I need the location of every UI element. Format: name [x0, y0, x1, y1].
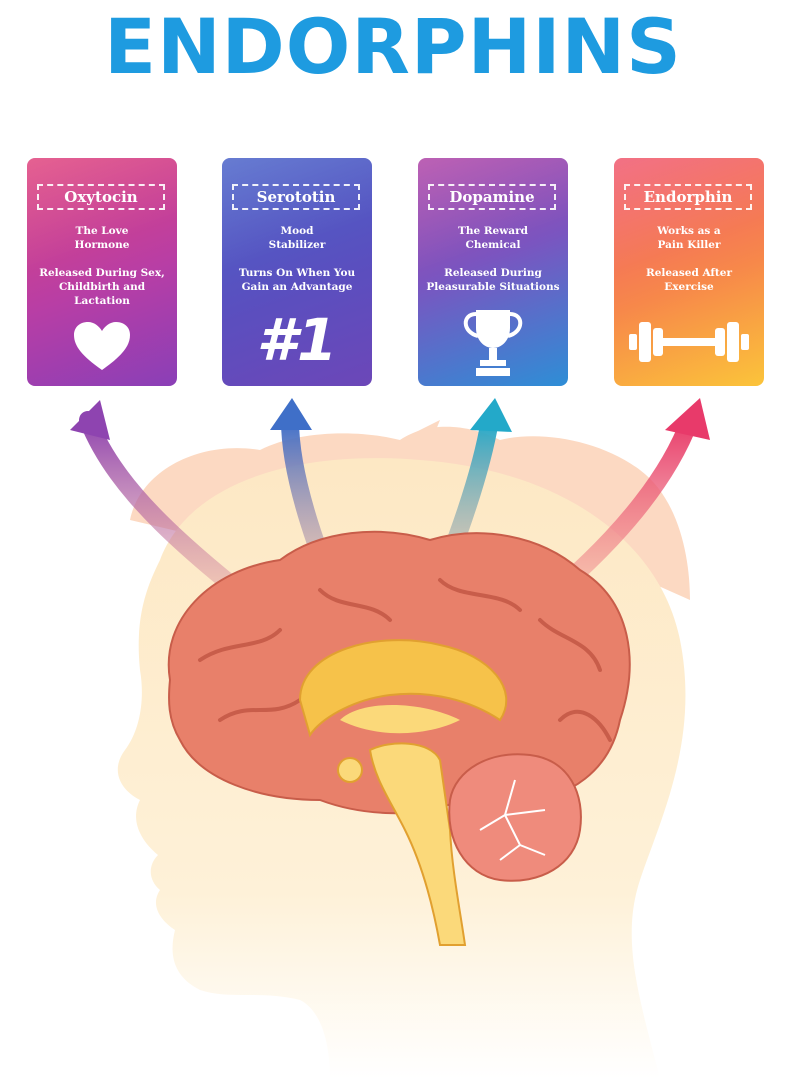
- card-title: Serototin: [232, 184, 360, 210]
- card-subtitle: Mood Stabilizer: [268, 225, 326, 251]
- card-title: Endorphin: [624, 184, 752, 210]
- card-title: Dopamine: [428, 184, 556, 210]
- card-description: Released During Pleasurable Situations: [426, 267, 560, 293]
- card-title: Oxytocin: [37, 184, 165, 210]
- card-serotonin: Serototin Mood Stabilizer Turns On When …: [222, 158, 372, 386]
- page-title: ENDORPHINS: [104, 2, 682, 91]
- card-subtitle: The Reward Chemical: [458, 225, 528, 251]
- card-oxytocin: Oxytocin The Love Hormone Released Durin…: [27, 158, 177, 386]
- card-dopamine: Dopamine The Reward Chemical Released Du…: [418, 158, 568, 386]
- trophy-icon: [463, 310, 523, 376]
- number-one-icon: #1: [256, 306, 338, 374]
- card-subtitle: Works as a Pain Killer: [657, 225, 721, 251]
- card-description: Released After Exercise: [645, 267, 732, 293]
- card-subtitle: The Love Hormone: [74, 225, 130, 251]
- card-endorphin: Endorphin Works as a Pain Killer Release…: [614, 158, 764, 386]
- dumbbell-icon: [629, 322, 749, 362]
- card-description: Released During Sex, Childbirth and Lact…: [39, 267, 165, 307]
- card-description: Turns On When You Gain an Advantage: [238, 267, 356, 293]
- heart-icon: [74, 322, 130, 370]
- brain-shape: [167, 530, 631, 946]
